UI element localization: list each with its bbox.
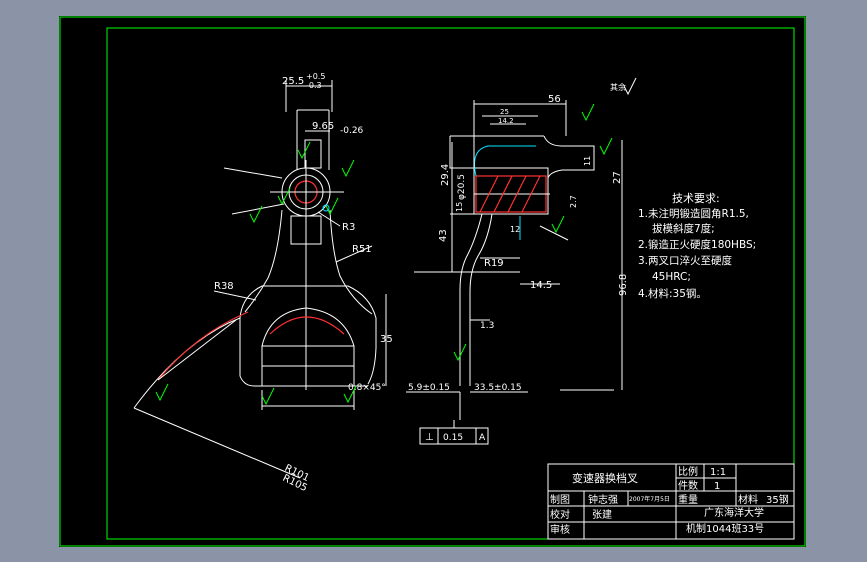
front-view-dims: 25.5 +0.5 -0.3 9.65 -0.26 R3 R51 R38 35 … [214,72,393,494]
dim-11: 11 [583,156,592,166]
tech-item-1b: 拔模斜度7度; [652,222,715,235]
dim-5-9: 5.9±0.15 [408,383,450,393]
scale-label: 比例 [678,465,698,478]
dim-14-5: 14.5 [530,280,552,291]
count-label: 件数 [678,479,698,492]
tech-item-4: 4.材料:35钢。 [638,287,707,300]
drawing-sheet [59,16,806,547]
inner-border [106,27,795,540]
tech-item-1: 1.未注明锻造圆角R1.5, [638,207,749,220]
fcf-datum: A [479,433,486,443]
count-value: 1 [714,481,720,492]
dim-43: 43 [438,229,449,242]
dim-9-65: 9.65 [312,121,334,132]
drawn-label: 制图 [550,493,570,506]
side-view-dims: 56 25 14.2 29.4 43 φ20.5 R19 14.5 96.8 2… [408,82,629,443]
tech-item-2: 2.锻造正火硬度180HBS; [638,238,756,251]
dim-25-5-tol-upper: +0.5 [306,72,325,81]
dim-27: 27 [612,171,623,184]
dim-r51: R51 [352,244,372,255]
note-rest: 其余 [610,82,626,92]
dim-35: 35 [380,334,393,345]
tech-item-3b: 45HRC; [652,271,691,283]
dim-r19: R19 [484,258,504,269]
check-label: 校对 [550,508,570,521]
side-view [406,77,637,445]
dim-phi-20-5: φ20.5 [457,174,467,200]
fcf-symbol: ⊥ [425,432,434,443]
school-name: 广东海洋大学 [704,506,764,519]
front-view [133,80,387,479]
dim-96-8: 96.8 [618,274,629,296]
fcf-tolerance: 0.15 [443,433,463,443]
tech-title: 技术要求: [672,192,720,205]
dim-14-2: 14.2 [498,117,514,125]
drawn-name: 钟志强 [588,493,618,506]
dim-r38: R38 [214,281,234,292]
dim-15: 15 [455,202,464,212]
scale-value: 1:1 [710,467,726,478]
technical-requirements: 技术要求: 1.未注明锻造圆角R1.5, 拔模斜度7度; 2.锻造正火硬度180… [638,192,756,300]
dim-2-7: 2.7 [569,195,578,208]
material-value: 35钢 [766,493,789,506]
dim-1-3: 1.3 [480,321,494,331]
dim-56: 56 [548,94,561,105]
check-name: 张建 [592,508,612,521]
drawn-date: 2007年7月5日 [629,495,670,503]
dim-chamfer: 0.8×45° [348,383,386,393]
dim-r3: R3 [342,222,355,233]
dim-33-5: 33.5±0.15 [474,383,522,393]
weight-label: 重量 [678,493,698,506]
material-label: 材料 [738,493,758,506]
dim-25-5-tol-lower: -0.3 [306,81,322,90]
dim-25-5: 25.5 [282,76,304,87]
class-info: 机制1044班33号 [686,522,764,535]
tech-item-3: 3.两叉口淬火至硬度 [638,254,733,267]
review-label: 审核 [550,523,570,536]
dim-9-65-tol: -0.26 [340,126,364,136]
outer-border [59,16,806,547]
dim-29-4: 29.4 [440,164,451,186]
dim-25: 25 [500,108,509,116]
part-name: 变速器换档叉 [572,471,638,485]
dim-12: 12 [510,225,520,234]
title-block: 变速器换档叉 比例 1:1 件数 1 制图 钟志强 2007年7月5日 重量 材… [547,463,795,540]
